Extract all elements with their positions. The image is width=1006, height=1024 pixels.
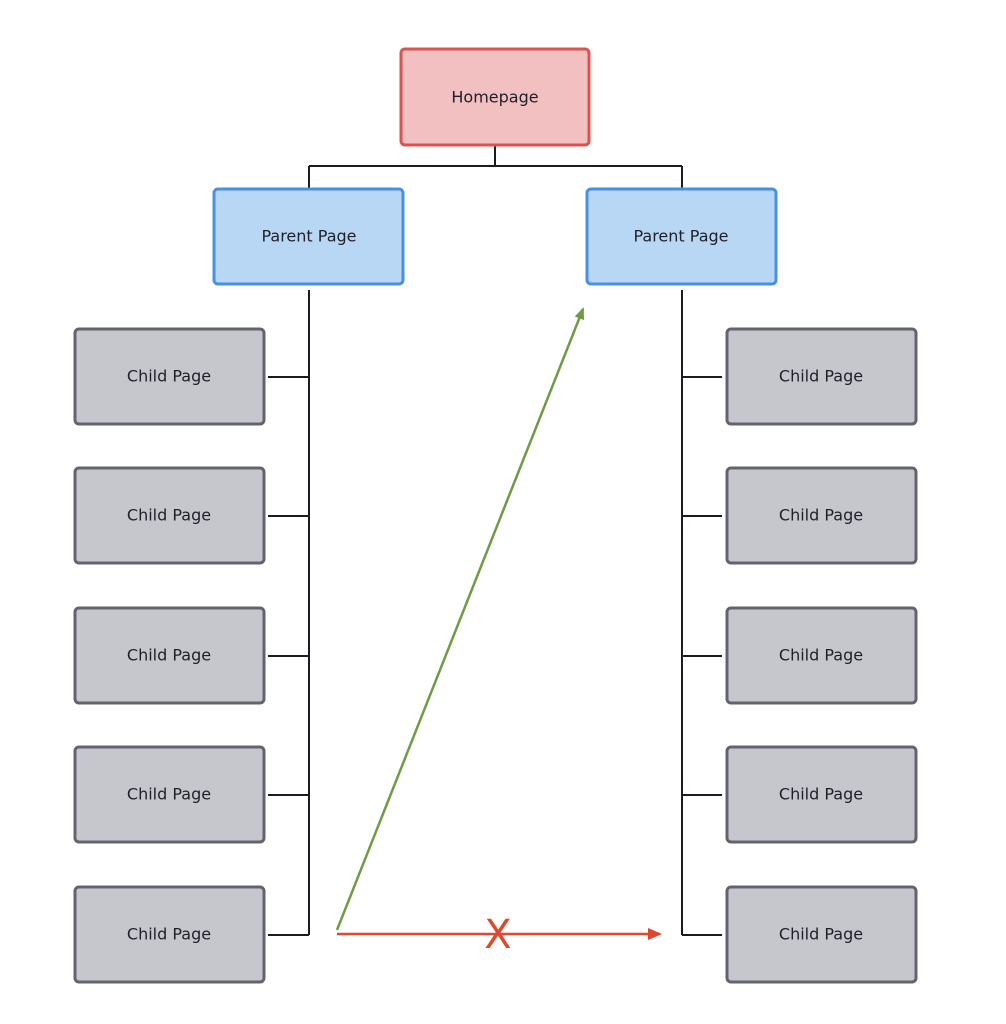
child-node-right-2[interactable]: Child Page [725,466,918,565]
parent-box-left [212,187,405,286]
blocked-x-marker: X [484,912,511,958]
child-label: Child Page [779,506,863,525]
child-box [725,327,918,426]
parent-node-right[interactable]: Parent Page [585,187,778,286]
child-node-left-1[interactable]: Child Page [73,327,266,426]
child-box [725,606,918,705]
child-node-left-2[interactable]: Child Page [73,466,266,565]
child-box [725,885,918,984]
child-label: Child Page [127,785,211,804]
child-node-left-5[interactable]: Child Page [73,885,266,984]
child-box [73,327,266,426]
child-node-left-4[interactable]: Child Page [73,745,266,844]
child-label: Child Page [127,506,211,525]
connector-lines [268,146,722,936]
parent-node-left[interactable]: Parent Page [212,187,405,286]
child-box [73,466,266,565]
child-node-right-1[interactable]: Child Page [725,327,918,426]
child-box [725,466,918,565]
child-label: Child Page [779,646,863,665]
child-box [73,745,266,844]
child-box [73,885,266,984]
child-box [725,745,918,844]
child-label: Child Page [127,925,211,944]
homepage-label: Homepage [451,88,538,107]
homepage-box [399,47,591,147]
child-node-right-4[interactable]: Child Page [725,745,918,844]
child-label: Child Page [779,925,863,944]
child-label: Child Page [779,367,863,386]
child-node-right-5[interactable]: Child Page [725,885,918,984]
allowed-navigation-arrow [335,307,585,931]
homepage-node[interactable]: Homepage [399,47,591,147]
parent-label-right: Parent Page [633,227,728,246]
child-label: Child Page [127,646,211,665]
parent-label-left: Parent Page [261,227,356,246]
child-label: Child Page [779,785,863,804]
parent-box-right [585,187,778,286]
child-node-right-3[interactable]: Child Page [725,606,918,705]
child-node-left-3[interactable]: Child Page [73,606,266,705]
child-label: Child Page [127,367,211,386]
child-box [73,606,266,705]
